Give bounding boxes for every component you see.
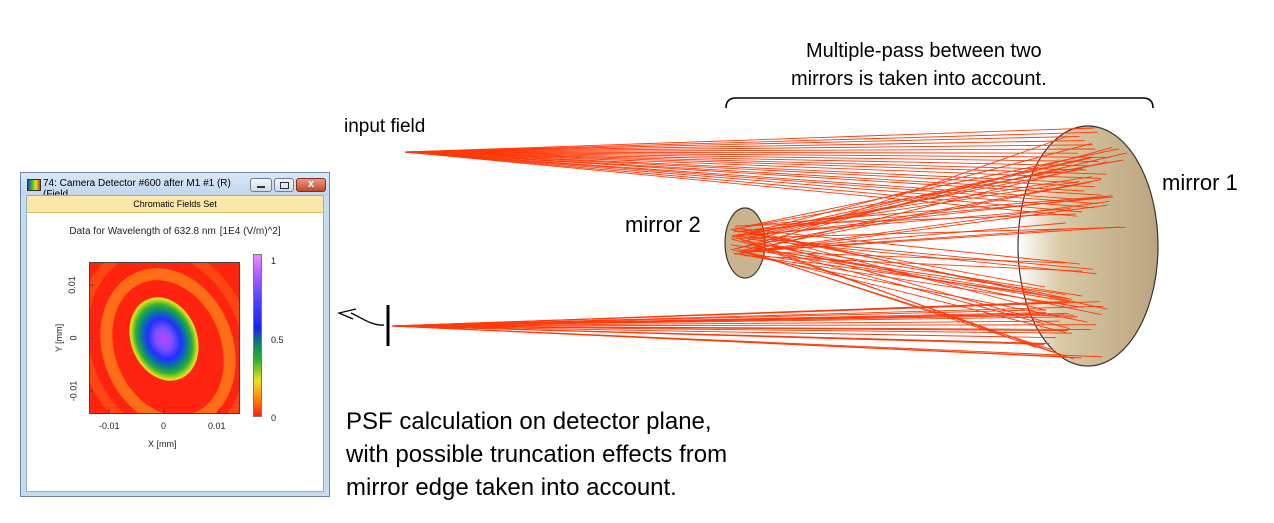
ray: [757, 246, 1067, 357]
ray: [404, 151, 1095, 209]
ray: [739, 228, 1107, 310]
plot-title: Data for Wavelength of 632.8 nm[1E4 (V/m…: [27, 226, 323, 237]
ray: [736, 248, 1055, 351]
ray: [404, 151, 1099, 163]
ray: [744, 148, 1120, 228]
ray: [731, 180, 1080, 237]
ray: [737, 147, 1113, 249]
mirror-2-label: mirror 2: [625, 212, 701, 237]
ray: [732, 229, 1045, 288]
plot-unit: [1E4 (V/m)^2]: [219, 226, 281, 237]
ray: [735, 161, 1108, 256]
ray: [746, 195, 1113, 227]
plot-title-text: Data for Wavelength of 632.8 nm: [69, 226, 216, 237]
ray: [404, 135, 1080, 153]
annotation-line-2: mirrors is taken into account.: [791, 68, 1047, 90]
ray: [404, 151, 1079, 184]
ray: [404, 140, 1085, 153]
ray: [759, 243, 1083, 297]
ray: [391, 324, 1097, 327]
heatmap-axes: [89, 262, 240, 414]
arrow-head: [336, 308, 357, 320]
colorbar-tick-label: 1: [271, 256, 277, 266]
ray: [743, 181, 1091, 251]
colorbar-tick-label: 0: [271, 413, 277, 423]
bracket: [725, 97, 1154, 109]
detector-window[interactable]: 74: Camera Detector #600 after M1 #1 (R)…: [20, 172, 330, 497]
ray: [735, 213, 1077, 227]
ray-bundle: [391, 127, 1128, 360]
app-icon: [27, 179, 41, 191]
curved-arrow: [350, 312, 385, 326]
ray: [734, 227, 1080, 265]
mirror-1-shape: [1017, 125, 1159, 367]
colorbar: [253, 254, 262, 417]
window-title: 74: Camera Detector #600 after M1 #1 (R)…: [43, 178, 231, 200]
y-axis-label: Y [mm]: [54, 323, 65, 353]
ray: [391, 320, 1060, 327]
x-tick-label: 0.01: [208, 421, 226, 431]
ray: [746, 252, 1073, 300]
tab-chromatic-fields-set[interactable]: Chromatic Fields Set: [27, 196, 323, 213]
maximize-button[interactable]: [274, 178, 294, 192]
ray: [391, 312, 1047, 327]
ray: [391, 325, 1072, 334]
window-titlebar[interactable]: 74: Camera Detector #600 after M1 #1 (R)…: [21, 173, 329, 200]
ray: [404, 131, 1098, 153]
ray: [758, 196, 1108, 236]
ray: [391, 316, 1078, 327]
ray: [404, 151, 1083, 213]
ray: [730, 159, 1123, 231]
window-content: Chromatic Fields Set Data for Wavelength…: [26, 195, 324, 492]
ray: [404, 151, 1102, 179]
psf-caption-line-3: mirror edge taken into account.: [346, 474, 677, 501]
ray: [404, 151, 1107, 175]
ray: [404, 151, 1098, 205]
ray: [749, 250, 1066, 264]
ray: [391, 325, 1050, 344]
psf-heatmap: [89, 262, 240, 414]
annotation-line-1: Multiple-pass between two: [806, 40, 1042, 62]
x-tick-label: -0.01: [99, 421, 120, 431]
minimize-button[interactable]: [250, 178, 272, 192]
psf-caption-line-2: with possible truncation effects from: [346, 441, 728, 468]
ray: [391, 325, 1057, 339]
ray: [404, 151, 1092, 167]
ray: [391, 325, 1092, 330]
colorbar-tick-label: 0.5: [271, 335, 284, 345]
mirror-1-label: mirror 1: [1162, 170, 1238, 195]
close-icon: x: [307, 178, 315, 190]
ray: [737, 176, 1092, 233]
psf-caption-line-1: PSF calculation on detector plane,: [346, 408, 712, 435]
y-tick-label: 0: [68, 335, 79, 341]
ray: [743, 228, 1067, 252]
ray: [404, 151, 1087, 171]
ray: [730, 238, 1045, 325]
y-tick-label: -0.01: [68, 380, 79, 402]
y-tick-label: 0.01: [66, 276, 77, 294]
ray: [404, 151, 1111, 158]
ray: [733, 179, 1102, 250]
ray: [404, 144, 1093, 153]
ray: [391, 301, 1100, 327]
x-axis-label: X [mm]: [148, 439, 177, 449]
ray: [404, 148, 1096, 153]
ray: [404, 151, 1079, 154]
ray: [391, 325, 1082, 359]
close-button[interactable]: x: [296, 178, 326, 192]
x-tick-label: 0: [161, 421, 167, 431]
ray: [404, 127, 1095, 153]
input-field-label: input field: [344, 116, 426, 137]
ray: [750, 232, 1047, 311]
ray: [747, 238, 1097, 275]
ray: [391, 305, 1104, 327]
ray: [743, 255, 1083, 272]
ray: [404, 151, 1095, 188]
